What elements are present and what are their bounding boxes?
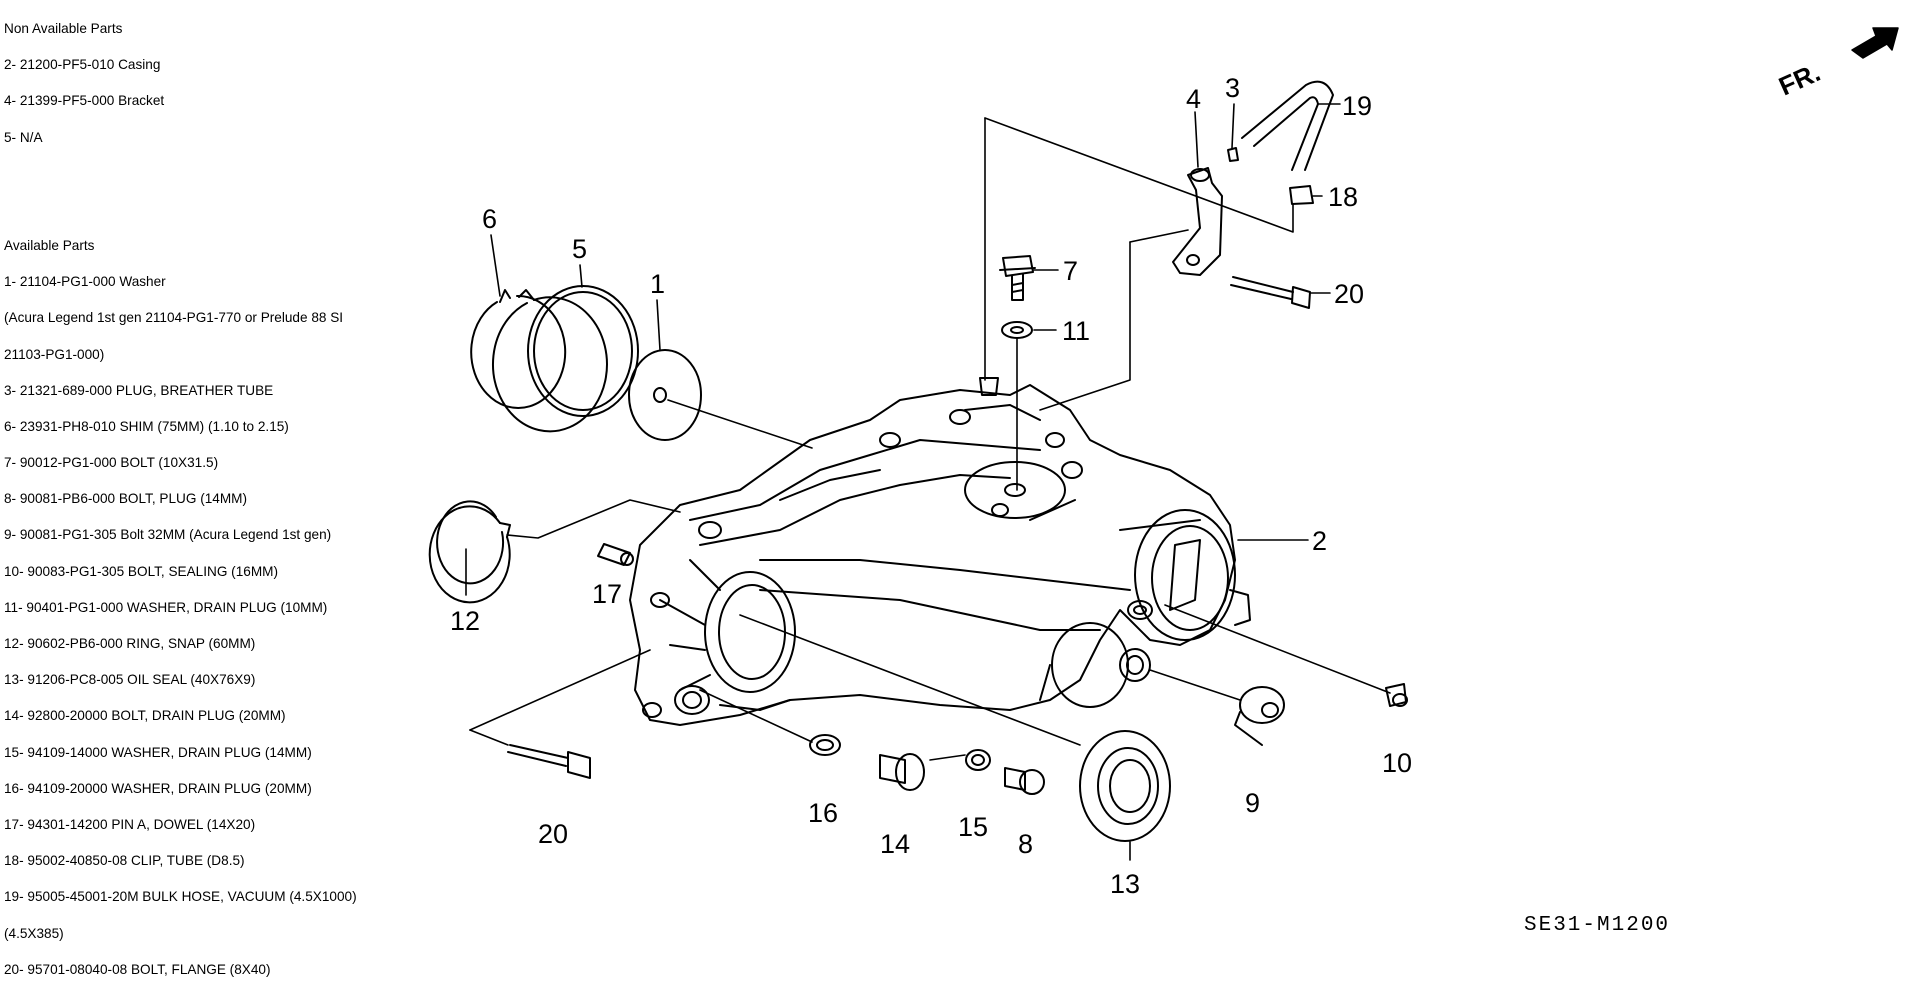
available-heading: Available Parts: [4, 237, 95, 253]
front-direction-label: FR.: [1774, 57, 1824, 101]
available-item: 3- 21321-689-000 PLUG, BREATHER TUBE: [4, 382, 274, 398]
parts-list: Non Available Parts 2- 21200-PF5-010 Cas…: [4, 2, 444, 997]
available-item: 1- 21104-PG1-000 Washer: [4, 274, 166, 290]
sealing-bolt-10: [1385, 683, 1408, 707]
vacuum-hose: [1241, 80, 1334, 171]
non-available-heading: Non Available Parts: [4, 21, 123, 37]
shim-ring: [470, 289, 608, 433]
tube-clip: [1289, 185, 1314, 205]
available-item: 13- 91206-PC8-005 OIL SEAL (40X76X9): [4, 672, 256, 688]
callout-15: 15: [958, 812, 988, 842]
callout-20-upper: 20: [1334, 279, 1364, 309]
washer-15: [965, 749, 991, 771]
available-item: 15- 94109-14000 WASHER, DRAIN PLUG (14MM…: [4, 744, 312, 760]
available-item: 7- 90012-PG1-000 BOLT (10X31.5): [4, 455, 219, 471]
thrust-washer: [628, 349, 702, 441]
drain-plug-14: [879, 753, 925, 791]
flange-bolt-lower: [507, 744, 591, 779]
callout-1: 1: [650, 269, 665, 299]
callout-20-lower: 20: [538, 819, 568, 849]
bolt-7: [999, 255, 1036, 301]
callout-19: 19: [1342, 91, 1372, 121]
non-available-item: 5- N/A: [4, 129, 43, 145]
available-item: 6- 23931-PH8-010 SHIM (75MM) (1.10 to 2.…: [4, 418, 289, 434]
callout-14: 14: [880, 829, 910, 859]
available-item: 17- 94301-14200 PIN A, DOWEL (14X20): [4, 816, 256, 832]
available-item: 11- 90401-PG1-000 WASHER, DRAIN PLUG (10…: [4, 599, 328, 615]
o-ring: [527, 285, 639, 417]
snap-ring: [428, 500, 511, 604]
front-direction-arrow-icon: FR.: [1774, 27, 1899, 101]
available-item: 14- 92800-20000 BOLT, DRAIN PLUG (20MM): [4, 708, 286, 724]
diagram-code: SE31-M1200: [1524, 914, 1671, 937]
available-item: (Acura Legend 1st gen 21104-PG1-770 or P…: [4, 310, 344, 326]
callout-7: 7: [1063, 256, 1078, 286]
available-item: 16- 94109-20000 WASHER, DRAIN PLUG (20MM…: [4, 780, 312, 796]
leader-lines: [469, 117, 1391, 761]
callout-11: 11: [1062, 316, 1090, 346]
dowel-pin: [597, 543, 634, 566]
callout-16: 16: [808, 798, 838, 828]
available-item: 9- 90081-PG1-305 Bolt 32MM (Acura Legend…: [4, 527, 332, 543]
available-item: (4.5X385): [4, 925, 64, 941]
callout-8: 8: [1018, 829, 1033, 859]
callout-6: 6: [482, 204, 497, 234]
oil-seal: [1079, 730, 1171, 842]
callout-17: 17: [592, 579, 622, 609]
callout-12: 12: [450, 606, 480, 636]
callout-2: 2: [1312, 526, 1327, 556]
bolt-9: [1234, 686, 1285, 746]
callout-5: 5: [572, 234, 587, 264]
available-item: 12- 90602-PB6-000 RING, SNAP (60MM): [4, 636, 256, 651]
callout-10: 10: [1382, 748, 1412, 778]
washer-11: [1001, 321, 1033, 339]
available-item: 18- 95002-40850-08 CLIP, TUBE (D8.5): [4, 853, 245, 869]
exploded-parts-diagram: 6 5 1 12 17 4 3 19 18 7 11 20 2 10 9 13 …: [428, 27, 1899, 899]
callout-4: 4: [1186, 84, 1201, 114]
transfer-casing: [629, 384, 1251, 726]
callout-18: 18: [1328, 182, 1358, 212]
callout-13: 13: [1110, 869, 1140, 899]
available-item: 19- 95005-45001-20M BULK HOSE, VACUUM (4…: [4, 889, 357, 905]
available-item: 20- 95701-08040-08 BOLT, FLANGE (8X40): [4, 961, 271, 977]
available-item: 21103-PG1-000): [4, 346, 105, 362]
available-item: 8- 90081-PB6-000 BOLT, PLUG (14MM): [4, 491, 248, 507]
callout-3: 3: [1225, 73, 1240, 103]
bracket: [1172, 167, 1223, 276]
available-item: 10- 90083-PG1-305 BOLT, SEALING (16MM): [4, 563, 279, 579]
callout-9: 9: [1245, 788, 1260, 818]
non-available-item: 2- 21200-PF5-010 Casing: [4, 57, 161, 73]
non-available-item: 4- 21399-PF5-000 Bracket: [4, 93, 165, 109]
flange-bolt-upper: [1230, 276, 1311, 309]
plug-bolt-8: [1004, 767, 1045, 795]
washer-16: [809, 734, 841, 756]
breather-plug: [1227, 147, 1239, 162]
